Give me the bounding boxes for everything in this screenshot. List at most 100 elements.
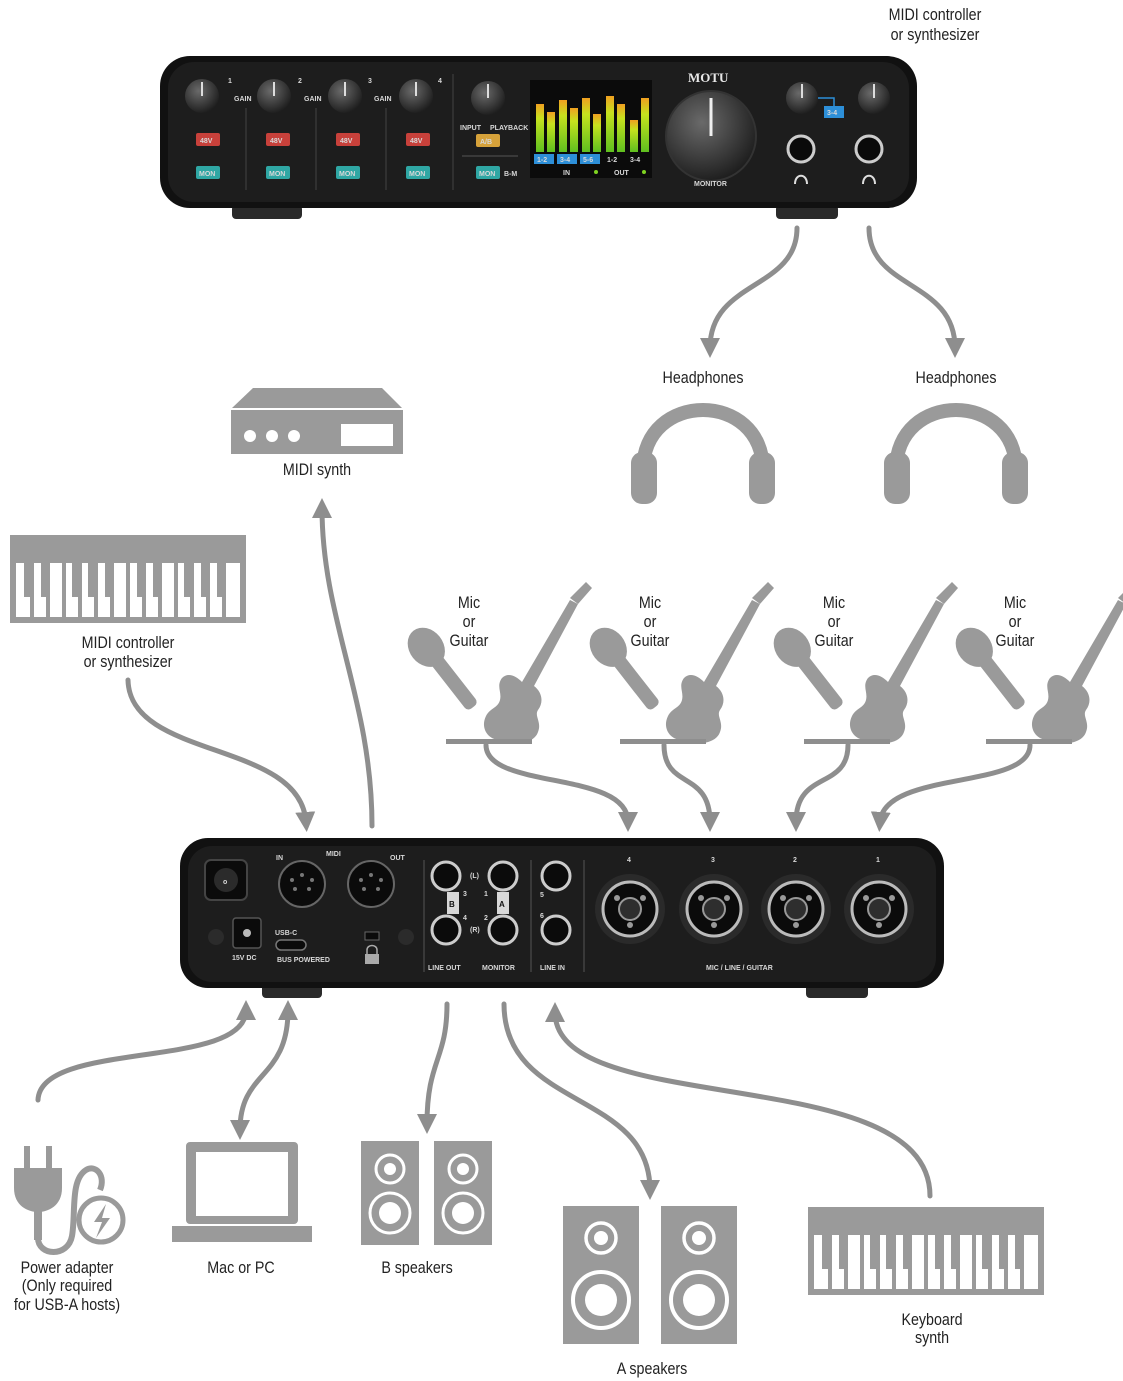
svg-text:or: or (463, 613, 476, 631)
label-midi-controller-left-2: or synthesizer (84, 653, 173, 671)
diagram-labels: MIDI controller or synthesizer Headphone… (14, 6, 1035, 1378)
label-keyboard-synth: Keyboard (901, 1311, 962, 1329)
combo-jack-4[interactable] (595, 874, 665, 944)
line-in-jack-5[interactable] (540, 860, 572, 892)
svg-text:MON: MON (339, 171, 355, 178)
phantom-48v-button-1[interactable] (196, 133, 220, 146)
laptop-icon (172, 1142, 312, 1242)
label-mic-4: Mic (1004, 594, 1026, 612)
svg-text:GAIN: GAIN (374, 96, 392, 103)
headphone-jack-1[interactable] (786, 134, 816, 164)
front-channel-2: GAIN 2 48V MON (234, 78, 302, 190)
phantom-48v-button-3[interactable] (336, 133, 360, 146)
combo-jack-1[interactable] (844, 874, 914, 944)
mon-button-1[interactable] (196, 166, 220, 179)
interface-rear-panel: o 15V DC IN MIDI OUT USB-C BUS POWERED (180, 838, 944, 998)
arrow-to-b-speakers (417, 1001, 450, 1134)
svg-text:Guitar: Guitar (996, 632, 1035, 650)
svg-text:GAIN: GAIN (304, 96, 322, 103)
arrow-to-a-speakers (501, 1001, 660, 1200)
arrow-from-mic-4 (870, 742, 1033, 832)
mic-guitar-icon-2 (581, 582, 774, 744)
svg-text:MONITOR: MONITOR (694, 181, 727, 188)
label-headphones-left: Headphones (663, 369, 744, 387)
phantom-48v-button-4[interactable] (406, 133, 430, 146)
midi-in-port[interactable] (278, 860, 326, 908)
arrow-usb-mac-pc (230, 1000, 298, 1140)
usb-c-port[interactable] (275, 939, 307, 951)
a-speaker-icon (561, 1204, 641, 1346)
svg-text:5-6: 5-6 (583, 157, 593, 164)
a-speaker-icon (659, 1204, 739, 1346)
svg-text:6: 6 (540, 913, 544, 920)
power-adapter-icon (14, 1146, 126, 1255)
mon-button-4[interactable] (406, 166, 430, 179)
midi-synth-icon (231, 388, 403, 454)
svg-text:1: 1 (876, 857, 880, 864)
svg-text:48V: 48V (270, 138, 283, 145)
svg-text:48V: 48V (340, 138, 353, 145)
label-midi-synth: MIDI synth (283, 461, 351, 479)
label-mic-3: Mic (823, 594, 845, 612)
phantom-48v-button-2[interactable] (266, 133, 290, 146)
line-out-jack-4[interactable] (430, 914, 462, 946)
arrow-to-headphones-right (866, 225, 965, 358)
mon-button-2[interactable] (266, 166, 290, 179)
ab-button[interactable] (476, 134, 500, 147)
arrow-from-mic-2 (661, 742, 720, 832)
svg-text:Guitar: Guitar (631, 632, 670, 650)
keyboard-synth-icon (808, 1207, 1044, 1295)
svg-text:3-4: 3-4 (827, 110, 837, 117)
svg-text:(Only required: (Only required (22, 1277, 112, 1295)
combo-jack-2[interactable] (761, 874, 831, 944)
connection-arrows (35, 225, 1033, 1200)
mon-ab-button[interactable] (476, 166, 500, 179)
midi-controller-keyboard-icon (10, 535, 246, 623)
line-in-jack-6[interactable] (540, 914, 572, 946)
svg-text:IN: IN (563, 170, 570, 177)
svg-text:(R): (R) (470, 927, 480, 934)
svg-text:GAIN: GAIN (234, 96, 252, 103)
monitor-jack-2[interactable] (487, 914, 519, 946)
headphones-icon (631, 410, 775, 504)
svg-text:1: 1 (228, 78, 232, 85)
front-channel-1: 1 48V MON (185, 78, 232, 179)
label-midi-controller-top: MIDI controller (889, 6, 982, 24)
label-b-speakers: B speakers (381, 1259, 453, 1277)
svg-text:5: 5 (540, 892, 544, 899)
front-channel-4: GAIN 4 48V MON (374, 78, 442, 190)
mic-guitar-icon-4 (947, 582, 1123, 744)
kensington-lock-slot (364, 931, 380, 941)
combo-jack-3[interactable] (679, 874, 749, 944)
svg-text:USB-C: USB-C (275, 930, 297, 937)
mic-guitar-bracket-1 (446, 739, 532, 744)
monitor-jack-1[interactable] (487, 860, 519, 892)
mic-guitar-bracket-4 (986, 739, 1072, 744)
midi-out-port[interactable] (347, 860, 395, 908)
line-out-jack-3[interactable] (430, 860, 462, 892)
line-out-monitor-jacks: B A 3 4 1 2 (L) (R) LINE OUT MONITOR (428, 860, 519, 972)
svg-text:MON: MON (269, 171, 285, 178)
headphone-jack-2[interactable] (854, 134, 884, 164)
svg-text:Guitar: Guitar (815, 632, 854, 650)
label-headphones-right: Headphones (916, 369, 997, 387)
svg-text:4: 4 (627, 857, 631, 864)
svg-text:for USB-A hosts): for USB-A hosts) (14, 1296, 120, 1314)
mic-guitar-bracket-3 (804, 739, 890, 744)
svg-text:or: or (644, 613, 657, 631)
svg-text:Guitar: Guitar (450, 632, 489, 650)
interface-front-panel: 1 48V MON GAIN 2 48V MON GAIN 3 48V (160, 56, 917, 219)
b-speaker-icon (432, 1139, 494, 1247)
svg-text:LINE IN: LINE IN (540, 965, 565, 972)
svg-text:MON: MON (479, 171, 495, 178)
svg-text:MONITOR: MONITOR (482, 965, 515, 972)
b-speaker-icon (359, 1139, 421, 1247)
svg-text:B-M: B-M (504, 171, 517, 178)
svg-text:A/B: A/B (480, 139, 492, 146)
front-channel-3: GAIN 3 48V MON (304, 78, 372, 190)
input-playback-section: INPUT PLAYBACK A/B MON B-M (460, 81, 528, 179)
mon-button-3[interactable] (336, 166, 360, 179)
svg-text:or: or (828, 613, 841, 631)
arrow-from-keyboard-synth (545, 1002, 933, 1199)
